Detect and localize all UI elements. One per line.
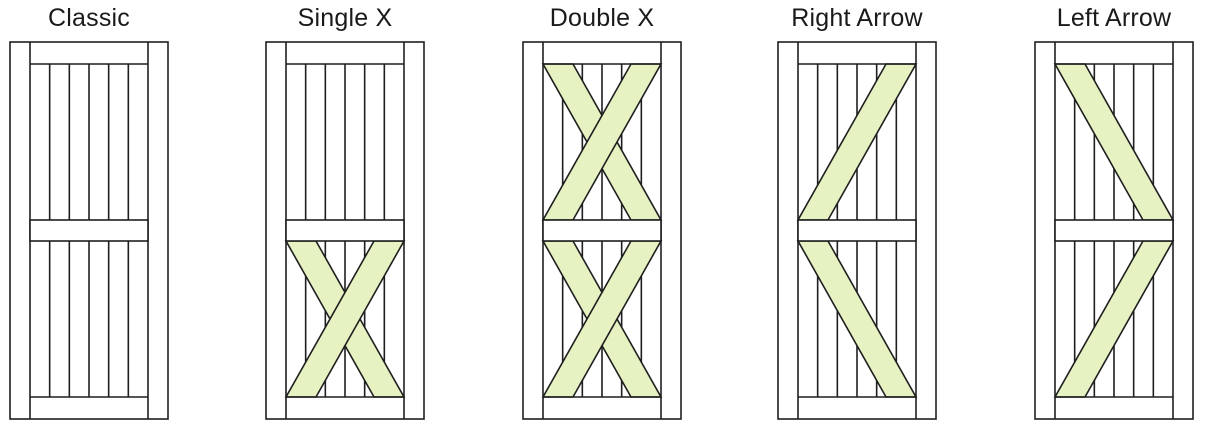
door-diagram	[777, 41, 937, 420]
door-diagram	[265, 41, 425, 420]
middle-rail	[1054, 219, 1174, 242]
door-title: Classic	[48, 4, 130, 32]
door-double-x: Double X	[502, 0, 702, 435]
door-left-arrow: Left Arrow	[1014, 0, 1209, 435]
door-diagram	[9, 41, 169, 420]
door-title: Single X	[297, 4, 393, 32]
middle-rail	[285, 219, 405, 242]
door-title: Left Arrow	[1056, 4, 1172, 32]
middle-rail	[797, 219, 917, 242]
middle-rail	[542, 219, 662, 242]
door-right-arrow: Right Arrow	[757, 0, 957, 435]
door-single-x: Single X	[245, 0, 445, 435]
door-title: Right Arrow	[791, 4, 923, 32]
door-diagram	[522, 41, 682, 420]
door-title: Double X	[549, 4, 655, 32]
door-classic: Classic	[0, 0, 189, 435]
middle-rail	[29, 219, 149, 242]
door-diagram	[1034, 41, 1194, 420]
